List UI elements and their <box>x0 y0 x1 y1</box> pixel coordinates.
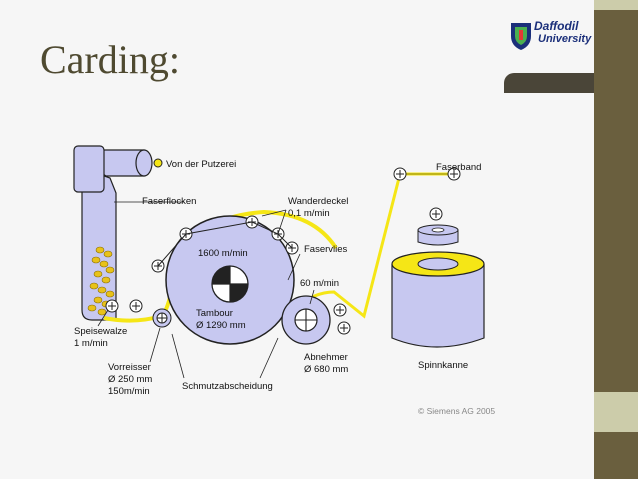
speisewalze-roller-2 <box>105 299 119 313</box>
university-logo: Daffodil University <box>508 18 594 54</box>
label-faserband: Faserband <box>436 162 481 173</box>
label-faservlies: Faservlies <box>304 244 348 255</box>
speisewalze-roller <box>129 299 143 313</box>
label-tambour: Tambour <box>196 308 233 319</box>
vorreisser-roller <box>152 308 172 328</box>
label-vorreisser: Vorreisser <box>108 362 151 373</box>
carding-diagram: Von der Putzerei Faserflocken Wanderdeck… <box>64 138 534 428</box>
coiler-guide <box>429 207 443 221</box>
label-tambour-diameter: Ø 1290 mm <box>196 320 246 331</box>
label-copyright: © Siemens AG 2005 <box>418 406 495 416</box>
carding-machine-svg: Von der Putzerei Faserflocken Wanderdeck… <box>73 145 495 416</box>
logo-text-line2: University <box>538 33 592 45</box>
shield-icon <box>511 23 531 50</box>
doffer-roller-2 <box>337 321 351 335</box>
label-wanderdeckel-speed: 0,1 m/min <box>288 208 330 219</box>
sliver-guide-1 <box>393 167 407 181</box>
label-abnehmer-diameter: Ø 680 mm <box>304 364 348 375</box>
label-abnehmer: Abnehmer <box>304 352 348 363</box>
sidebar-accent-block <box>594 392 638 432</box>
label-abnehmer-speed: 60 m/min <box>300 278 339 289</box>
label-speisewalze-speed: 1 m/min <box>74 338 108 349</box>
logo-text-line1: Daffodil <box>534 19 579 33</box>
label-wanderdeckel: Wanderdeckel <box>288 196 348 207</box>
feed-chute <box>73 145 153 321</box>
input-dot <box>153 158 163 168</box>
doffer-roller-1 <box>333 303 347 317</box>
label-tambour-speed: 1600 m/min <box>198 248 248 259</box>
spinnkanne-can <box>391 224 485 348</box>
label-schmutzabscheidung: Schmutzabscheidung <box>182 381 273 392</box>
label-faserflocken: Faserflocken <box>142 196 196 207</box>
leader-lines <box>97 201 315 379</box>
sidebar-accent-top <box>594 0 638 10</box>
wanderdeckel-chain <box>157 221 293 267</box>
sliver-guide-2 <box>447 167 461 181</box>
label-spinnkanne: Spinnkanne <box>418 360 468 371</box>
small-rollers <box>105 167 461 335</box>
slide-title: Carding: <box>40 37 180 82</box>
title-divider-tab <box>504 73 594 93</box>
label-vorreisser-diameter: Ø 250 mm <box>108 374 152 385</box>
label-vorreisser-speed: 150m/min <box>108 386 150 397</box>
label-speisewalze: Speisewalze <box>74 326 127 337</box>
label-von-der-putzerei: Von der Putzerei <box>166 159 236 170</box>
